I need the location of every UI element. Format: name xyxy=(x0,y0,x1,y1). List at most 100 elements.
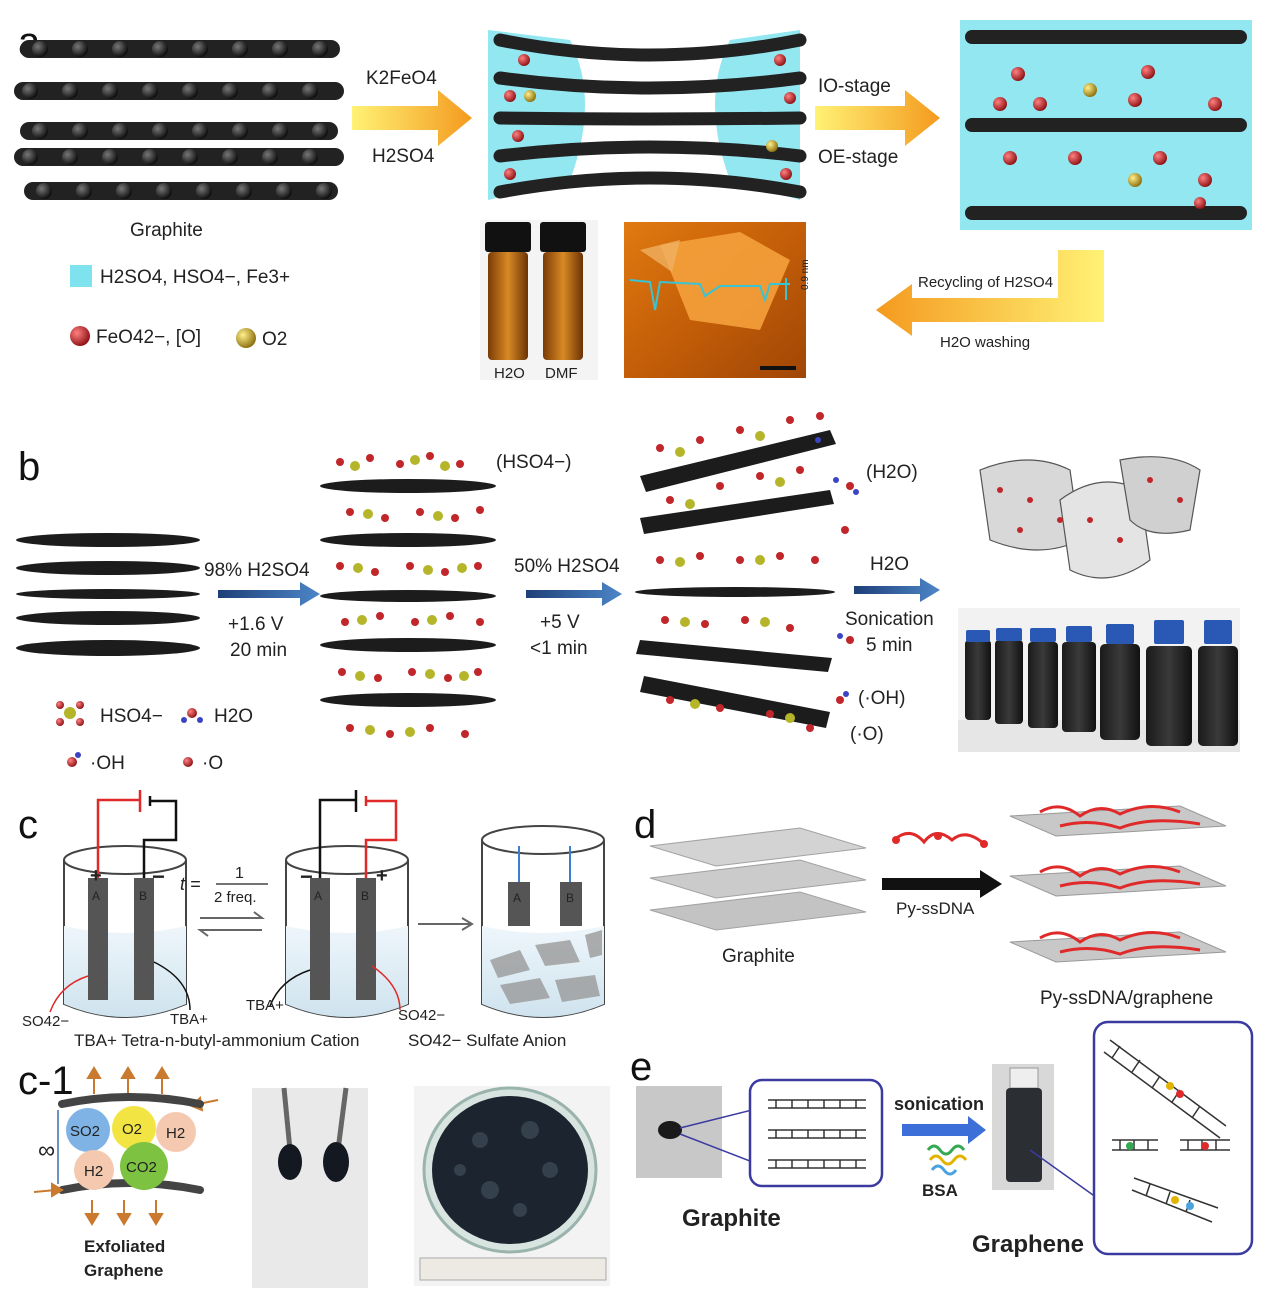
dish-photo xyxy=(414,1086,610,1286)
beaker2-minus: − xyxy=(300,864,313,889)
bsa-label: BSA xyxy=(922,1181,958,1200)
arrow-b1 xyxy=(218,582,320,606)
functionalized-sheets xyxy=(1009,805,1227,963)
intercalated-b xyxy=(320,452,496,738)
afm-image xyxy=(624,222,806,378)
legend-so4: SO42− Sulfate Anion xyxy=(408,1031,566,1050)
graphite-label-e: Graphite xyxy=(682,1205,781,1232)
legend-hso4-label: HSO4− xyxy=(100,706,163,727)
formula-numerator: 1 xyxy=(235,865,244,882)
gas-co2 xyxy=(120,1142,168,1190)
legend-h2o-icon xyxy=(187,708,197,718)
reversible-arrows xyxy=(197,911,265,937)
legend-solution-label: H2SO4, HSO4−, Fe3+ xyxy=(100,267,290,288)
beaker1-plus: + xyxy=(90,865,102,887)
exfoliating-b xyxy=(635,412,859,732)
beaker-1 xyxy=(63,790,187,1018)
arrow-a1-top: K2FeO4 xyxy=(366,68,437,89)
recycle-bottom: H2O washing xyxy=(940,334,1030,351)
formula-denominator: 2 freq. xyxy=(214,889,257,906)
infinity-symbol: ∞ xyxy=(38,1137,55,1164)
panel-c1: c-1 ∞ SO2 O2 H2 H2 CO2 Exfoliated Graphe… xyxy=(18,1059,610,1288)
beaker2-tba-pointer xyxy=(269,969,311,1007)
panel-e-letter: e xyxy=(630,1045,652,1089)
graphene-zoom-box xyxy=(1092,1020,1254,1256)
bottles-photo xyxy=(958,608,1240,752)
bsa-protein xyxy=(926,1144,968,1176)
legend-oxygen-label: O2 xyxy=(262,329,287,350)
graphite-stack-a xyxy=(14,40,344,200)
legend-solution-swatch xyxy=(70,265,92,287)
graphite-lattice-e xyxy=(768,1099,866,1169)
arrow-a2 xyxy=(815,90,940,146)
tag-hso4: (HSO4−) xyxy=(496,452,572,473)
gas-o2-label: O2 xyxy=(122,1121,142,1138)
panel-c1-letter: c-1 xyxy=(18,1059,74,1103)
arrow-d-label: Py-ssDNA xyxy=(896,899,975,918)
graphite-sheets-d xyxy=(649,827,867,931)
recycle-top: Recycling of H2SO4 xyxy=(918,274,1053,291)
arrow-a1 xyxy=(352,90,472,146)
beaker1-so4-label: SO42− xyxy=(22,1013,69,1030)
step2-time: <1 min xyxy=(530,638,588,659)
afm-height-label: 0.9 nm xyxy=(800,259,811,290)
arrow-b2 xyxy=(526,582,622,606)
beaker2-so4-pointer xyxy=(371,965,401,1011)
legend-h2o-label: H2O xyxy=(214,706,253,727)
legend-hso4-icon xyxy=(64,707,76,719)
graphite-stack-b xyxy=(16,533,200,656)
beaker-2 xyxy=(285,790,409,1018)
beaker1-electrode-a: A xyxy=(92,889,100,903)
legend-oh-icon xyxy=(67,757,77,767)
graphene-label-e: Graphene xyxy=(972,1231,1084,1258)
arrow-a2-top: IO-stage xyxy=(818,76,891,97)
gas-h2-1-label: H2 xyxy=(166,1125,185,1142)
legend-o-label: ·O xyxy=(202,753,223,774)
arrow-a2-bottom: OE-stage xyxy=(818,147,898,168)
tag-o: (·O) xyxy=(850,724,884,745)
tag-h2o: (H2O) xyxy=(866,462,918,483)
step3-time: 5 min xyxy=(866,635,912,656)
formula-t: t = xyxy=(180,874,201,894)
arrow-a1-bottom: H2SO4 xyxy=(372,146,435,167)
arrow-e xyxy=(902,1116,986,1144)
panel-c-letter: c xyxy=(18,803,38,847)
beaker-3 xyxy=(481,825,605,1018)
beaker2-electrode-b: B xyxy=(361,889,369,903)
graphene-flakes-b xyxy=(979,456,1201,579)
step2-voltage: +5 V xyxy=(540,612,580,633)
graphite-label-a: Graphite xyxy=(130,220,203,241)
exfoliated-label-2: Graphene xyxy=(84,1261,163,1280)
gas-h2-1 xyxy=(156,1112,196,1152)
beaker1-minus: − xyxy=(152,864,165,889)
beaker1-tba-pointer xyxy=(153,961,191,1011)
graphene-layer-top xyxy=(58,1093,204,1108)
bsa-on-flakes xyxy=(1126,1082,1209,1210)
step1-electrolyte: 98% H2SO4 xyxy=(204,560,310,581)
beaker3-electrode-a: A xyxy=(513,891,521,905)
beaker2-plus: + xyxy=(376,865,388,887)
tag-oh: (·OH) xyxy=(858,688,905,709)
graphite-label-d: Graphite xyxy=(722,946,795,967)
beaker1-tba-label: TBA+ xyxy=(170,1011,208,1028)
gas-o2 xyxy=(112,1106,156,1150)
panel-d: d Graphite Py-ssDNA Py-ssDNA/graphene xyxy=(634,803,1227,1009)
panel-c: c + − A B SO42− TBA+ t = 1 2 freq. xyxy=(18,790,605,1050)
gas-co2-label: CO2 xyxy=(126,1159,157,1176)
gas-so2 xyxy=(66,1108,110,1152)
sonication-label: sonication xyxy=(894,1094,984,1114)
graphite-zoom-box xyxy=(748,1078,884,1188)
vial-label-dmf: DMF xyxy=(545,365,578,382)
recycle-arrow xyxy=(876,250,1104,336)
legend-ferrate-dot xyxy=(70,326,90,346)
step1-time: 20 min xyxy=(230,640,287,661)
vial-label-h2o: H2O xyxy=(494,365,525,382)
panel-b: b HSO4− H2O ·OH ·O 98% H2SO4 +1.6 V 20 m… xyxy=(16,412,1240,774)
legend-tba: TBA+ Tetra-n-butyl-ammonium Cation xyxy=(74,1031,360,1050)
panel-e: e Graphite sonication BSA Graphene xyxy=(630,1020,1254,1258)
legend-o-icon xyxy=(183,757,193,767)
arrow-b3 xyxy=(854,578,940,602)
step3-process: Sonication xyxy=(845,609,934,630)
electrode-photo xyxy=(252,1087,368,1288)
